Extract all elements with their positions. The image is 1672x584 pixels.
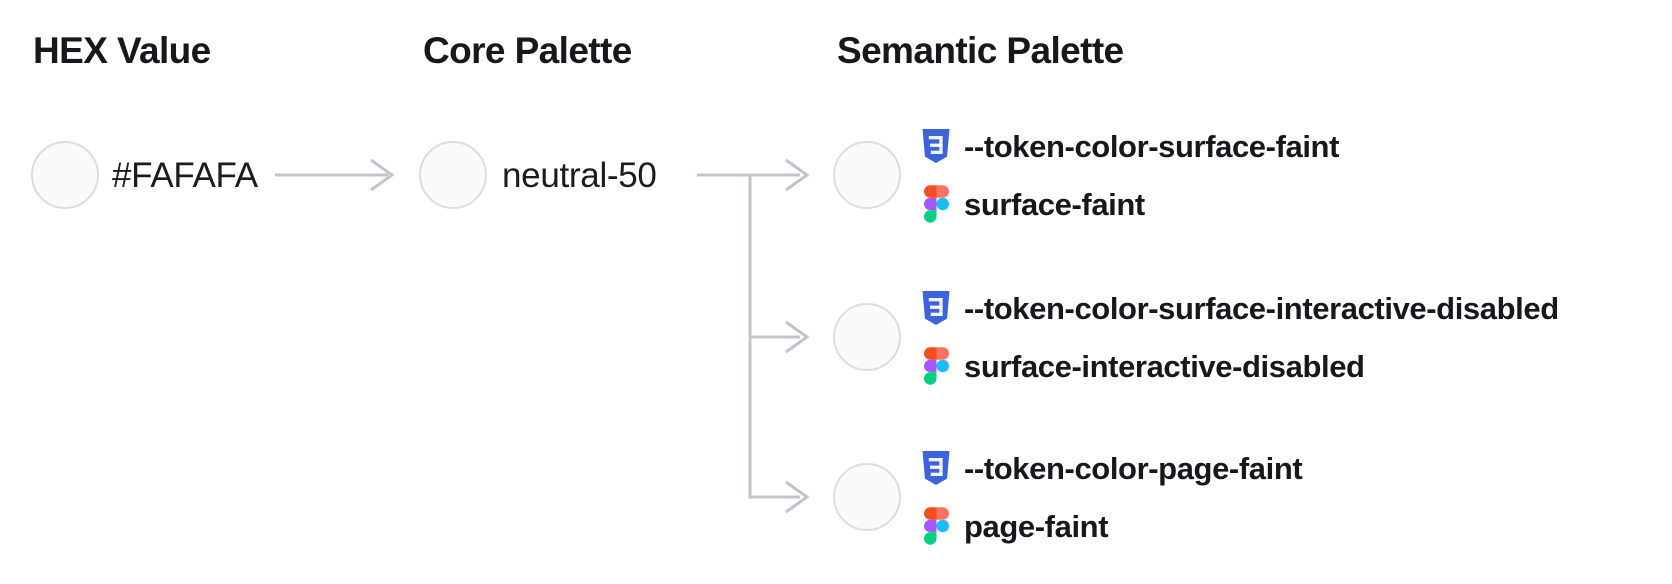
semantic-token-row: --token-color-surface-faint surface-fain… <box>833 115 1339 235</box>
core-color-swatch <box>419 141 487 209</box>
css3-badge-icon <box>921 129 951 163</box>
figma-style-line: page-faint <box>921 504 1302 548</box>
css-variable-line: --token-color-surface-faint <box>921 124 1339 168</box>
css-variable-line: --token-color-page-faint <box>921 446 1303 490</box>
hex-color-swatch <box>31 141 99 209</box>
column-header-semantic-palette: Semantic Palette <box>837 30 1124 71</box>
figma-logo-icon <box>921 185 951 223</box>
css-variable-name: --token-color-page-faint <box>964 450 1303 486</box>
branch-trunk <box>748 175 800 499</box>
semantic-color-swatch <box>833 303 901 371</box>
figma-style-name: surface-faint <box>964 186 1145 222</box>
column-header-hex-value: HEX Value <box>33 30 211 71</box>
semantic-color-swatch <box>833 141 901 209</box>
css-variable-line: --token-color-surface-interactive-disabl… <box>921 286 1559 330</box>
figma-logo-icon <box>921 507 951 545</box>
semantic-token-row: --token-color-surface-interactive-disabl… <box>833 277 1559 397</box>
css-variable-name: --token-color-surface-faint <box>964 128 1340 164</box>
semantic-token-row: --token-color-page-faint page-faint <box>833 437 1303 557</box>
figma-style-name: page-faint <box>964 508 1109 544</box>
figma-style-name: surface-interactive-disabled <box>964 348 1365 384</box>
figma-logo-icon <box>921 347 951 385</box>
css-variable-name: --token-color-surface-interactive-disabl… <box>964 290 1559 326</box>
figma-style-line: surface-interactive-disabled <box>921 344 1559 388</box>
core-palette-node: neutral-50 <box>419 141 657 209</box>
semantic-color-swatch <box>833 463 901 531</box>
css3-badge-icon <box>921 291 951 325</box>
column-header-core-palette: Core Palette <box>423 30 632 71</box>
hex-value-label: #FAFAFA <box>112 155 258 195</box>
css3-badge-icon <box>921 451 951 485</box>
core-palette-label: neutral-50 <box>502 155 657 195</box>
hex-value-node: #FAFAFA <box>31 141 258 209</box>
figma-style-line: surface-faint <box>921 182 1339 226</box>
